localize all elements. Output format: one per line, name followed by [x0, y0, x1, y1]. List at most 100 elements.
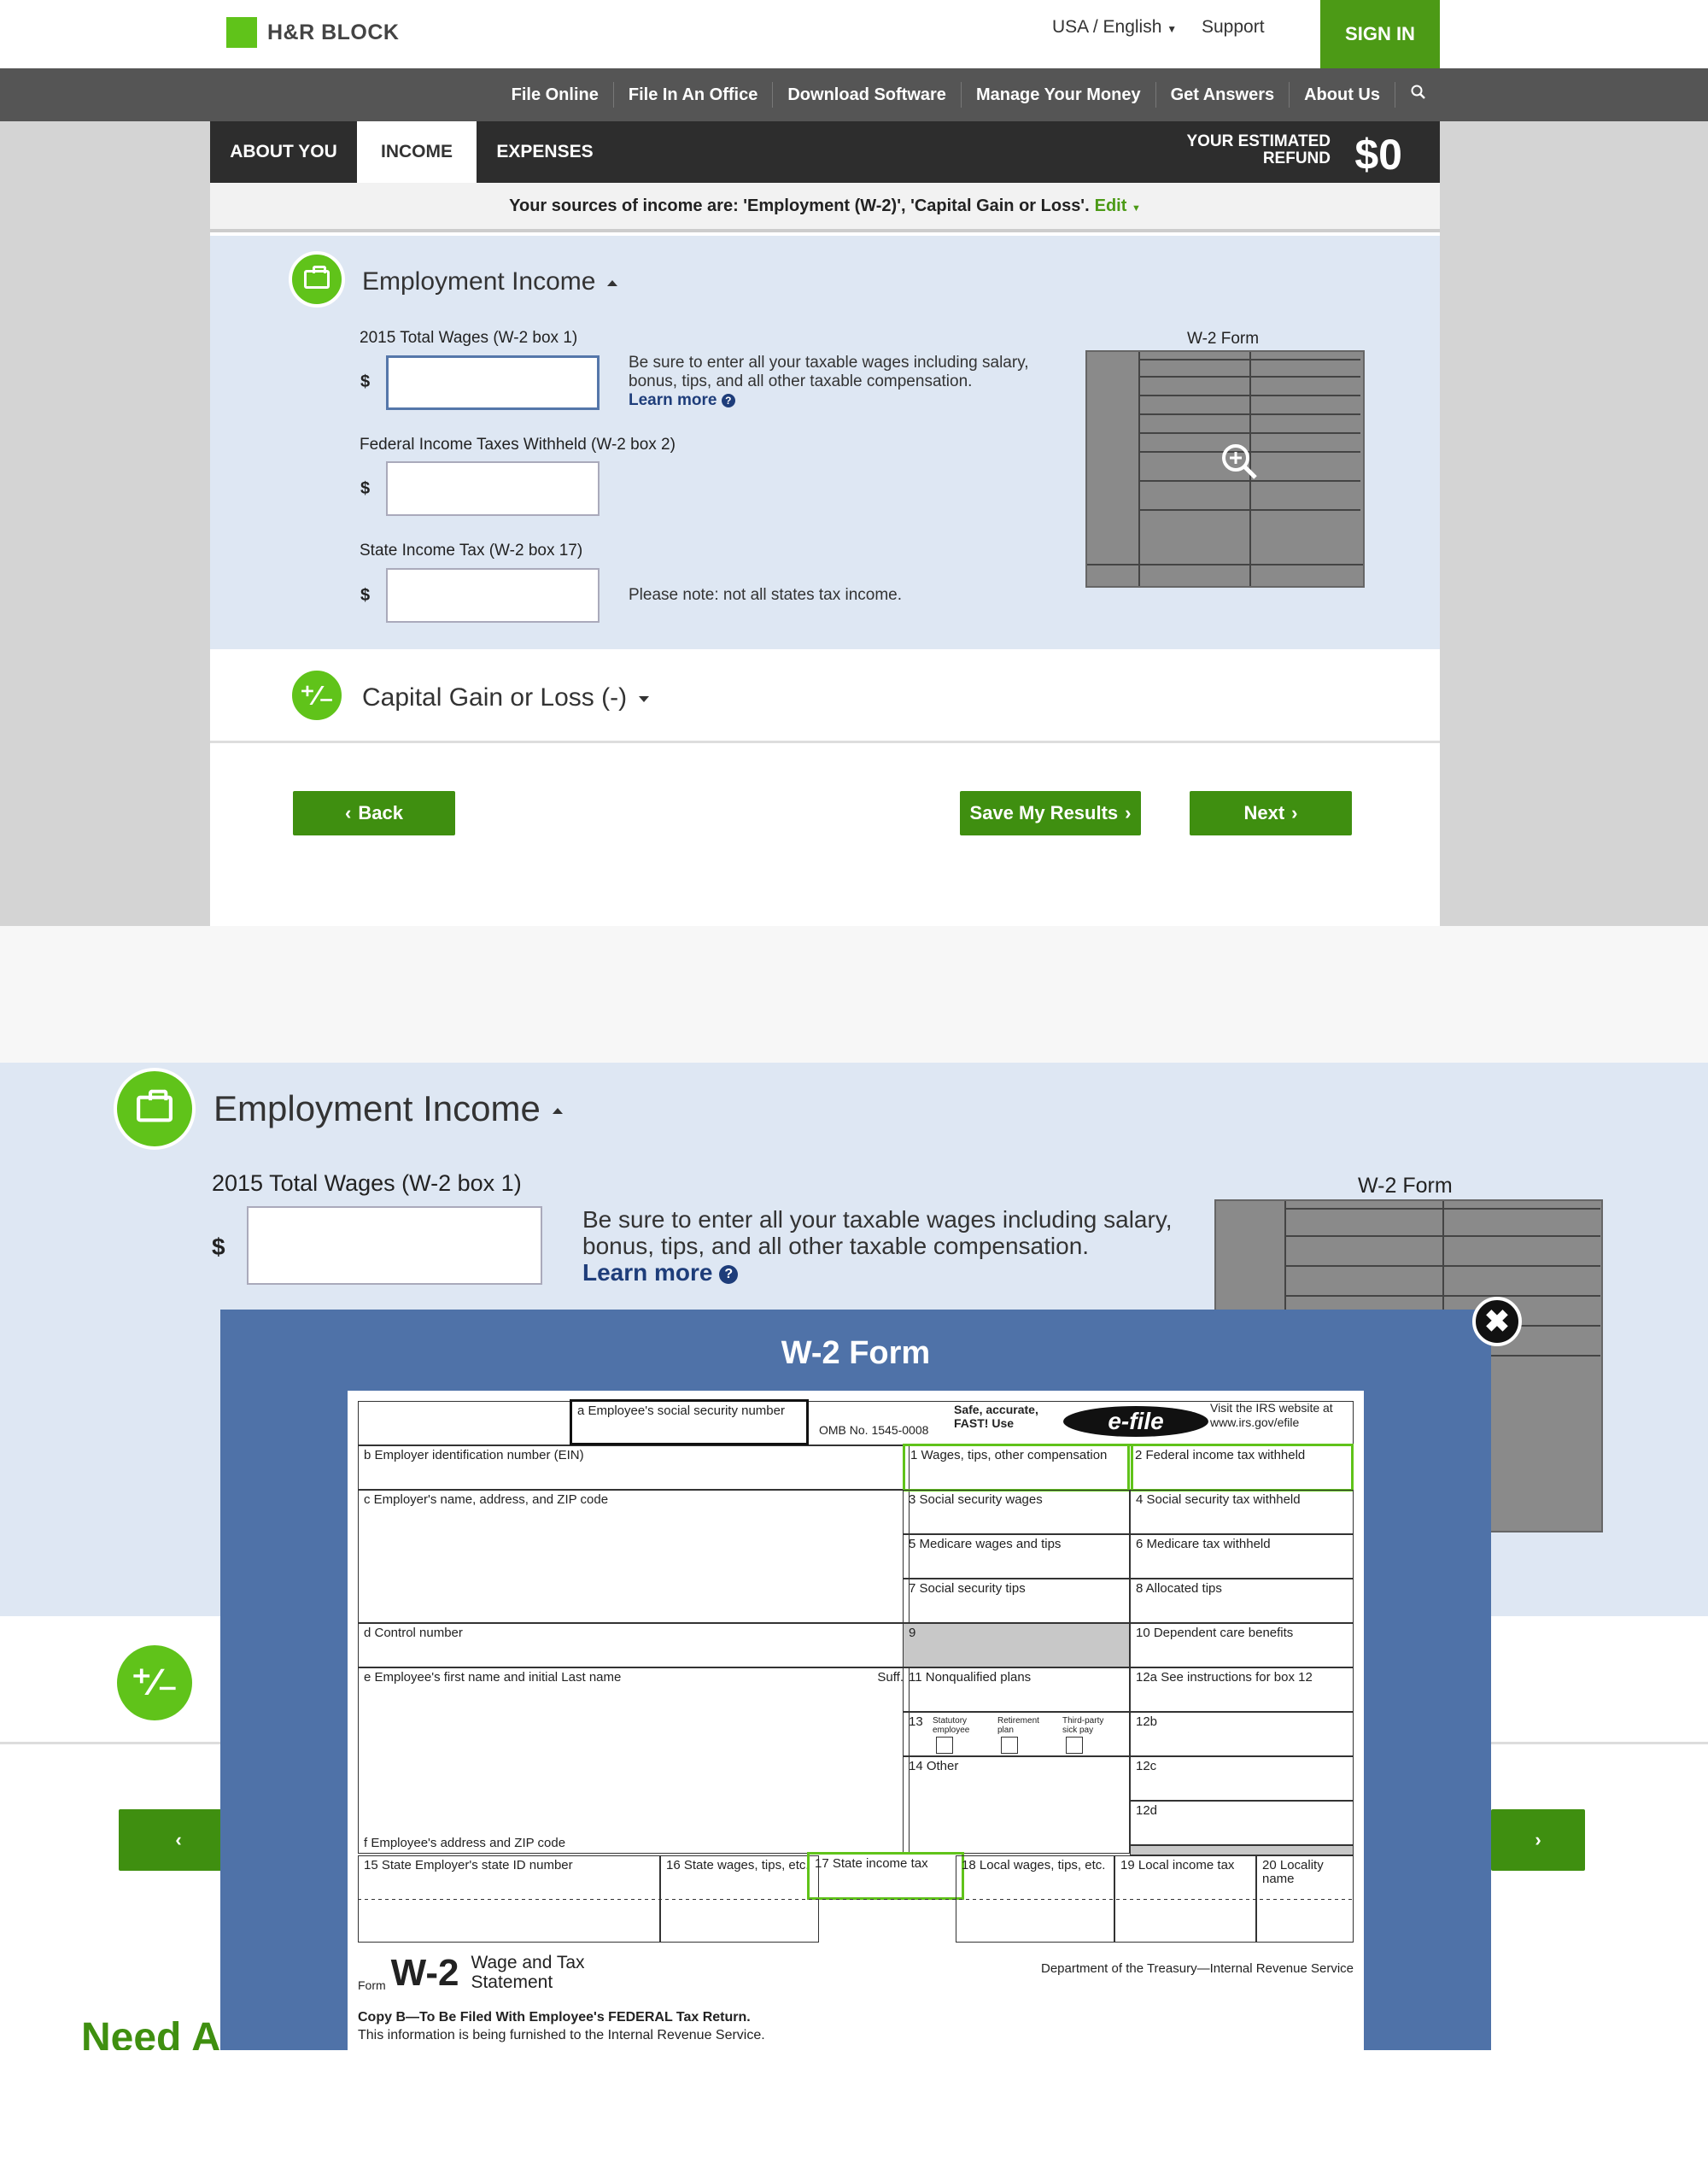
tab-income[interactable]: INCOME [357, 121, 477, 183]
zoom-in-icon[interactable] [1220, 442, 1259, 481]
percent-icon: ⁺∕₋ [289, 667, 345, 724]
main-nav: File Online File In An Office Download S… [0, 68, 1708, 121]
w2-box-7: 7 Social security tips [903, 1579, 1130, 1623]
close-icon[interactable]: ✖ [1472, 1297, 1522, 1346]
search-icon[interactable] [1395, 85, 1426, 105]
w2-box-12c: 12c [1130, 1756, 1354, 1801]
federal-label: Federal Income Taxes Withheld (W-2 box 2… [360, 436, 676, 454]
w2-thumb-label: W-2 Form [1187, 330, 1260, 348]
refund-label-line1: YOUR ESTIMATED [1186, 132, 1331, 150]
federal-withheld-input[interactable] [386, 461, 600, 516]
chevron-down-icon: ▼ [1131, 202, 1141, 214]
refund-amount: $0 [1354, 131, 1402, 179]
wages-input[interactable] [247, 1206, 542, 1285]
edit-label: Edit [1094, 196, 1127, 215]
w2-box-b: b Employer identification number (EIN) [358, 1445, 910, 1490]
w2-box-13-label: 13 [909, 1714, 923, 1729]
nav-item-manage-money[interactable]: Manage Your Money [962, 82, 1156, 108]
w2-suff-label: Suff. [877, 1670, 904, 1685]
caret-up-icon [607, 279, 618, 286]
w2-form-title-line2: Statement [471, 1972, 553, 1992]
wages-input[interactable] [386, 355, 600, 410]
currency-symbol: $ [212, 1234, 225, 1260]
w2-safe-text: Safe, accurate, FAST! Use [954, 1403, 1038, 1430]
tab-expenses[interactable]: EXPENSES [496, 142, 594, 161]
w2-statutory-label: Statutory employee [933, 1716, 970, 1735]
page-bottom [0, 2050, 1708, 2180]
wages-help: Be sure to enter all your taxable wages … [582, 1206, 1173, 1286]
employment-section-toggle[interactable]: Employment Income [362, 267, 618, 296]
chevron-right-icon: › [1291, 802, 1298, 823]
w2-box-8: 8 Allocated tips [1130, 1579, 1354, 1623]
help-icon[interactable]: ? [721, 393, 735, 407]
help-icon[interactable]: ? [719, 1264, 739, 1284]
save-results-button[interactable]: Save My Results› [960, 791, 1141, 835]
page-backdrop-left [0, 121, 210, 926]
learn-more-link[interactable]: Learn more [582, 1259, 713, 1286]
w2-box-f-label: f Employee's address and ZIP code [364, 1836, 566, 1850]
back-button[interactable]: ‹Back [293, 791, 455, 835]
wages-label: 2015 Total Wages (W-2 box 1) [360, 329, 578, 347]
back-button[interactable]: ‹ [119, 1809, 238, 1871]
w2-box-e-label: e Employee's first name and initial Last… [364, 1670, 622, 1685]
nav-item-about-us[interactable]: About Us [1290, 82, 1395, 108]
income-sources-bar: Your sources of income are: 'Employment … [210, 183, 1440, 232]
briefcase-icon [289, 251, 345, 308]
capital-gain-panel: ⁺∕₋ Capital Gain or Loss (-) [210, 649, 1440, 743]
w2-dashed-line [358, 1899, 1354, 1900]
sign-in-button[interactable]: SIGN IN [1320, 0, 1440, 68]
w2-thumbnail[interactable] [1085, 350, 1365, 588]
currency-symbol: $ [360, 586, 371, 605]
capital-section-toggle[interactable]: Capital Gain or Loss (-) [362, 683, 650, 712]
w2-thumb-label: W-2 Form [1358, 1174, 1453, 1198]
wages-help-line2: bonus, tips, and all other taxable compe… [629, 372, 973, 390]
chevron-down-icon: ▼ [1167, 23, 1178, 35]
save-label: Save My Results [969, 802, 1119, 823]
w2-box-3: 3 Social security wages [903, 1490, 1130, 1534]
w2-omb: OMB No. 1545-0008 [819, 1423, 929, 1437]
efile-logo: e-file [1063, 1406, 1208, 1437]
tab-about-you[interactable]: ABOUT YOU [230, 142, 337, 161]
edit-sources-link[interactable]: Edit ▼ [1095, 196, 1141, 216]
brand-logo[interactable]: H&R BLOCK [226, 17, 400, 48]
w2-shade-bar [1130, 1845, 1354, 1855]
w2-retirement-checkbox [1001, 1737, 1018, 1754]
section-separator [0, 926, 1708, 1063]
chevron-right-icon: › [1535, 1829, 1541, 1850]
support-link[interactable]: Support [1202, 17, 1265, 37]
wages-help-line2: bonus, tips, and all other taxable compe… [582, 1233, 1090, 1259]
nav-item-download-software[interactable]: Download Software [773, 82, 962, 108]
next-button[interactable]: Next› [1190, 791, 1352, 835]
w2-header-row [358, 1401, 1354, 1445]
wages-help-line1: Be sure to enter all your taxable wages … [629, 354, 1029, 372]
state-tax-input[interactable] [386, 568, 600, 623]
modal-title: W-2 Form [781, 1335, 931, 1371]
locale-label: USA / English [1052, 17, 1162, 37]
briefcase-icon [114, 1068, 196, 1150]
employment-section-toggle[interactable]: Employment Income [214, 1088, 563, 1129]
nav-item-get-answers[interactable]: Get Answers [1156, 82, 1290, 108]
w2-box-10: 10 Dependent care benefits [1130, 1623, 1354, 1667]
w2-box-4: 4 Social security tax withheld [1130, 1490, 1354, 1534]
button-area: ‹Back Save My Results› Next› [210, 746, 1440, 926]
refund-label: YOUR ESTIMATED REFUND [1160, 133, 1331, 167]
w2-statutory-checkbox [936, 1737, 953, 1754]
chevron-left-icon: ‹ [345, 802, 352, 823]
employment-title: Employment Income [214, 1088, 541, 1128]
next-button[interactable]: › [1491, 1809, 1585, 1871]
w2-box-12d: 12d [1130, 1801, 1354, 1845]
w2-form-image: a Employee's social security number OMB … [348, 1391, 1364, 2050]
w2-box-1: 1 Wages, tips, other compensation [903, 1444, 1133, 1491]
w2-box-c: c Employer's name, address, and ZIP code [358, 1490, 910, 1623]
w2-box-5: 5 Medicare wages and tips [903, 1534, 1130, 1579]
locale-selector[interactable]: USA / English ▼ [1052, 17, 1177, 38]
nav-item-file-in-office[interactable]: File In An Office [614, 82, 774, 108]
learn-more-link[interactable]: Learn more [629, 391, 717, 409]
step-tabs: ABOUT YOU INCOME EXPENSES YOUR ESTIMATED… [210, 121, 1440, 183]
caret-down-icon [639, 695, 650, 702]
state-label: State Income Tax (W-2 box 17) [360, 542, 583, 560]
nav-item-file-online[interactable]: File Online [497, 82, 614, 108]
w2-box-14: 14 Other [903, 1756, 1130, 1854]
w2-dept-text: Department of the Treasury—Internal Reve… [1040, 1961, 1354, 1976]
